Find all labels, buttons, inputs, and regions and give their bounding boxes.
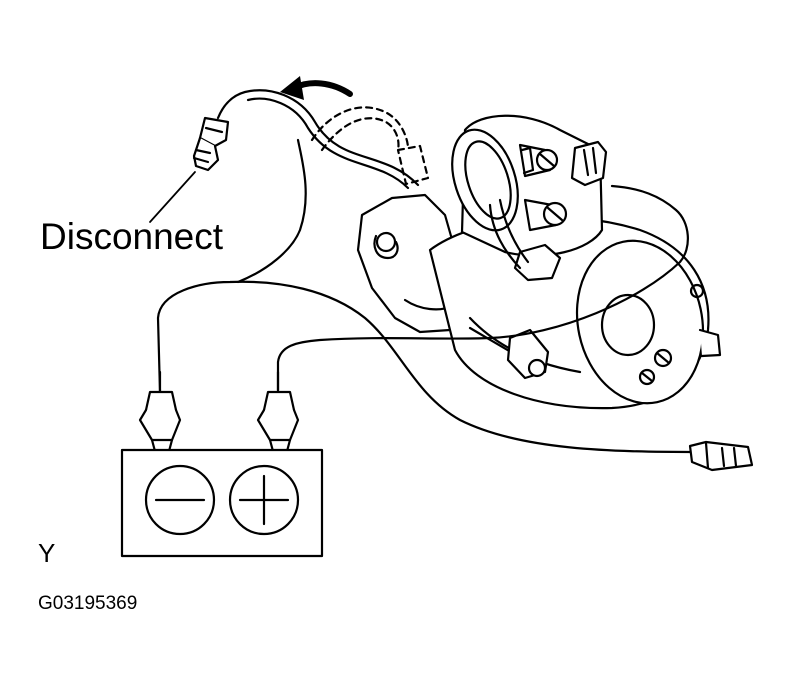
positive-battery-lead xyxy=(276,184,689,392)
disconnect-callout: Disconnect xyxy=(40,216,224,257)
plus-sign-icon xyxy=(228,464,300,536)
disconnected-test-lead xyxy=(149,89,420,223)
lead-end-connector xyxy=(688,440,754,472)
positive-battery-clamp xyxy=(256,370,300,472)
figure-code: G03195369 xyxy=(38,593,138,614)
battery xyxy=(120,448,324,558)
starter-motor xyxy=(356,114,722,410)
negative-battery-lead xyxy=(156,138,702,454)
view-letter: Y xyxy=(38,538,56,568)
minus-sign-icon xyxy=(144,464,216,536)
curved-arrow-icon xyxy=(280,76,353,100)
original-connector-position-dashed xyxy=(310,106,430,186)
